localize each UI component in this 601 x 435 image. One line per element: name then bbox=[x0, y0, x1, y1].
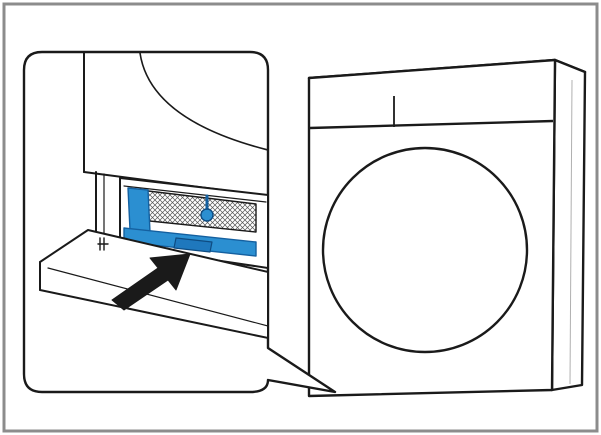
flap-hinge-icon bbox=[97, 237, 109, 251]
filter-frame-left bbox=[127, 187, 151, 233]
control-panel-edge bbox=[309, 119, 554, 130]
door-arc bbox=[139, 53, 267, 151]
side-edge-line bbox=[569, 79, 573, 385]
push-arrow-icon bbox=[111, 253, 191, 311]
dryer-door bbox=[321, 146, 529, 354]
recess-inner-top bbox=[123, 185, 267, 203]
dryer bbox=[307, 58, 587, 398]
filter-tab bbox=[173, 237, 213, 253]
dryer-side bbox=[550, 58, 587, 392]
flap-inner-line bbox=[47, 267, 267, 327]
filter-handle-icon bbox=[200, 208, 214, 222]
